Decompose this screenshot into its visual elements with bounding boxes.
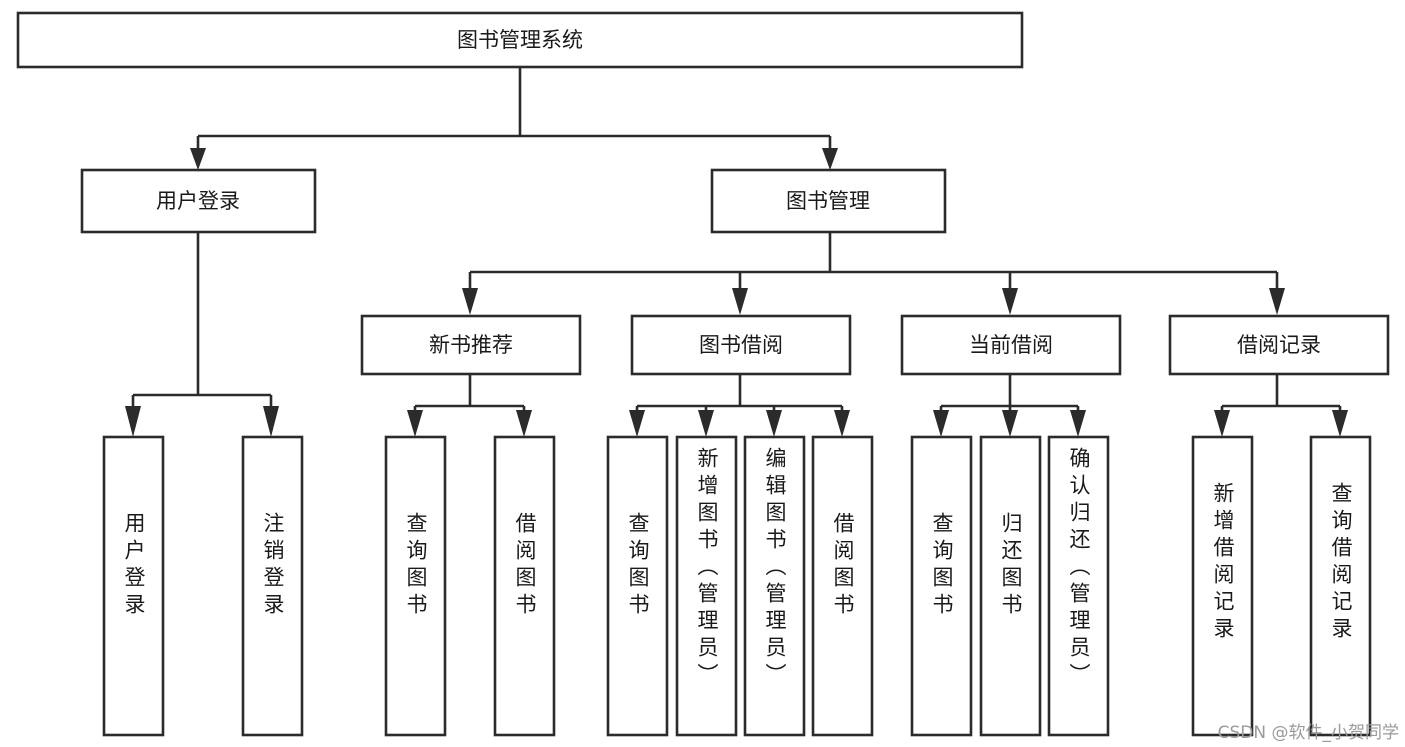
- arrow-head-leaf-logout-login: [263, 406, 279, 437]
- node-root-label: 图书管理系统: [457, 28, 583, 52]
- node-book-manage[interactable]: 图书管理: [710, 168, 947, 234]
- node-leaf-confirm-return-label: 确认归还（管理员）: [1067, 447, 1091, 690]
- node-root[interactable]: 图书管理系统: [16, 11, 1024, 69]
- arrow-head-leaf-query-book-2: [629, 410, 645, 437]
- node-leaf-add-record[interactable]: 新增借阅记录: [1191, 435, 1254, 737]
- node-user-login[interactable]: 用户登录: [80, 168, 317, 234]
- node-book-borrow-label: 图书借阅: [699, 333, 783, 357]
- node-leaf-query-book-2-box[interactable]: [606, 435, 669, 737]
- node-leaf-edit-book-box[interactable]: [743, 435, 806, 737]
- node-leaf-add-book[interactable]: 新增图书（管理员）: [675, 435, 738, 737]
- node-borrow-record-box[interactable]: [1168, 314, 1390, 376]
- node-leaf-query-record-label: 查询借阅记录: [1329, 482, 1353, 644]
- node-leaf-add-book-label: 新增图书（管理员）: [695, 447, 719, 690]
- node-leaf-add-record-label: 新增借阅记录: [1211, 482, 1235, 644]
- node-book-borrow-box[interactable]: [630, 314, 852, 376]
- node-leaf-borrow-book-2[interactable]: 借阅图书: [811, 435, 874, 737]
- node-new-book-recommend[interactable]: 新书推荐: [360, 314, 582, 376]
- node-book-borrow[interactable]: 图书借阅: [630, 314, 852, 376]
- arrow-head-leaf-borrow-book-1: [516, 410, 532, 437]
- connector-layer: [125, 67, 1348, 437]
- node-leaf-logout-login-label: 注销登录: [261, 512, 285, 620]
- node-user-login-label: 用户登录: [156, 189, 240, 213]
- node-leaf-borrow-book-1[interactable]: 借阅图书: [493, 435, 556, 737]
- node-leaf-add-book-box[interactable]: [675, 435, 738, 737]
- node-leaf-user-login[interactable]: 用户登录: [102, 435, 165, 737]
- node-book-manage-box[interactable]: [710, 168, 947, 234]
- node-leaf-logout-login[interactable]: 注销登录: [241, 435, 304, 737]
- arrow-head-leaf-query-record: [1332, 410, 1348, 437]
- node-leaf-borrow-book-2-label: 借阅图书: [831, 512, 855, 620]
- node-leaf-query-book-1-label: 查询图书: [404, 512, 428, 620]
- node-leaf-query-book-2[interactable]: 查询图书: [606, 435, 669, 737]
- arrow-head-current-borrow: [1002, 288, 1018, 315]
- node-leaf-confirm-return[interactable]: 确认归还（管理员）: [1047, 435, 1110, 737]
- node-borrow-record[interactable]: 借阅记录: [1168, 314, 1390, 376]
- arrow-head-leaf-confirm-return: [1070, 410, 1086, 437]
- node-current-borrow-box[interactable]: [900, 314, 1122, 376]
- node-leaf-query-book-3-box[interactable]: [910, 435, 973, 737]
- node-leaf-return-book-box[interactable]: [979, 435, 1042, 737]
- node-leaf-borrow-book-1-box[interactable]: [493, 435, 556, 737]
- arrow-head-new-book-recommend: [462, 288, 478, 315]
- node-new-book-recommend-label: 新书推荐: [429, 333, 513, 357]
- node-current-borrow[interactable]: 当前借阅: [900, 314, 1122, 376]
- node-leaf-confirm-return-box[interactable]: [1047, 435, 1110, 737]
- node-borrow-record-label: 借阅记录: [1237, 333, 1321, 357]
- node-leaf-user-login-label: 用户登录: [122, 512, 146, 620]
- arrow-head-leaf-add-record: [1214, 410, 1230, 437]
- node-user-login-box[interactable]: [80, 168, 317, 234]
- node-leaf-query-book-3[interactable]: 查询图书: [910, 435, 973, 737]
- node-book-manage-label: 图书管理: [786, 189, 870, 213]
- node-leaf-borrow-book-2-box[interactable]: [811, 435, 874, 737]
- node-leaf-logout-login-box[interactable]: [241, 435, 304, 737]
- node-leaf-query-book-2-label: 查询图书: [626, 512, 650, 620]
- arrow-head-leaf-user-login: [125, 406, 141, 437]
- node-leaf-query-record[interactable]: 查询借阅记录: [1309, 435, 1372, 737]
- arrow-head-leaf-query-book-1: [407, 410, 423, 437]
- arrow-head-leaf-query-book-3: [933, 410, 949, 437]
- arrow-head-borrow-record: [1269, 288, 1285, 315]
- node-leaf-query-book-1-box[interactable]: [384, 435, 447, 737]
- arrow-head-book-borrow: [732, 288, 748, 315]
- node-leaf-query-book-3-label: 查询图书: [930, 512, 954, 620]
- node-root-box[interactable]: [16, 11, 1024, 69]
- node-leaf-borrow-book-1-label: 借阅图书: [513, 512, 537, 620]
- node-leaf-query-record-box[interactable]: [1309, 435, 1372, 737]
- node-leaf-user-login-box[interactable]: [102, 435, 165, 737]
- node-current-borrow-label: 当前借阅: [969, 333, 1053, 357]
- node-new-book-recommend-box[interactable]: [360, 314, 582, 376]
- arrow-head-leaf-borrow-book-2: [834, 410, 850, 437]
- arrow-head-leaf-edit-book: [766, 410, 782, 437]
- node-leaf-query-book-1[interactable]: 查询图书: [384, 435, 447, 737]
- arrow-head-leaf-add-book: [698, 410, 714, 437]
- arrow-head-leaf-return-book: [1002, 410, 1018, 437]
- arrow-head-user-login: [190, 148, 206, 170]
- node-leaf-edit-book[interactable]: 编辑图书（管理员）: [743, 435, 806, 737]
- node-leaf-add-record-box[interactable]: [1191, 435, 1254, 737]
- node-leaf-edit-book-label: 编辑图书（管理员）: [763, 447, 787, 690]
- node-leaf-return-book-label: 归还图书: [999, 512, 1023, 620]
- arrow-head-book-manage: [822, 148, 838, 170]
- node-leaf-return-book[interactable]: 归还图书: [979, 435, 1042, 737]
